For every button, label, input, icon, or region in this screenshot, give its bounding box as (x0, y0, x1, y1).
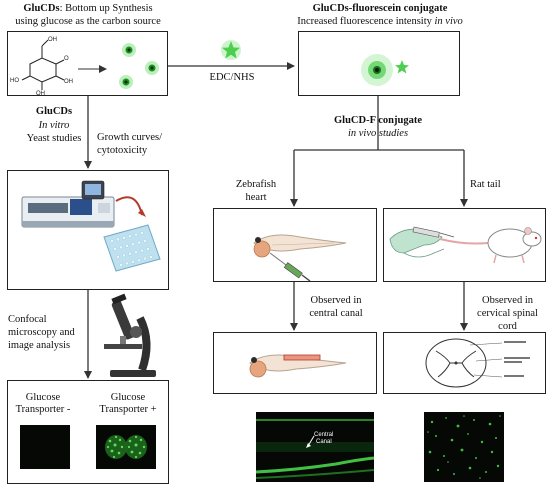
confocal-label-3: image analysis (8, 340, 71, 351)
svg-text:OH: OH (64, 79, 73, 85)
left-heading: GluCDs (35, 106, 73, 117)
central-canal-annotation-2: Canal (316, 439, 332, 445)
conjugate-subtitle-plain: Increased fluorescence intensity (297, 16, 435, 27)
zebrafish-canal-box (213, 332, 377, 394)
rat-tail-injection-icon (389, 226, 542, 264)
glucose-minus-label-1: Glucose (25, 392, 61, 403)
synthesis-subtitle: using glucose as the carbon source (15, 16, 161, 27)
glucose-molecule-icon (21, 39, 65, 90)
right-heading: GluCD-F conjugate (334, 115, 422, 126)
carbon-dots-icon (119, 43, 159, 89)
svg-text:O: O (64, 56, 69, 62)
central-canal-fluorescence-image: Central Canal (256, 412, 374, 482)
observed-spinal-3: cord (498, 321, 517, 332)
central-canal-annotation-1: Central (314, 432, 333, 438)
conjugate-subtitle: Increased fluorescence intensity in vivo (285, 16, 475, 28)
spinal-cord-fluorescence-image (424, 412, 504, 482)
observed-central-1: Observed in (310, 295, 362, 306)
spinal-cord-box (383, 332, 546, 394)
rat-injection-box (383, 208, 546, 282)
rat-tail-label: Rat tail (470, 179, 501, 190)
right-subheading: in vivo studies (347, 128, 409, 139)
conjugate-box (298, 31, 460, 96)
glucose-to-cd-scheme: OH HO O OH OH (10, 37, 159, 97)
growth-label-2: cytotoxicity (97, 145, 148, 156)
glucose-plus-label-2: Transporter + (99, 404, 157, 415)
confocal-label-2: microscopy and (8, 327, 75, 338)
coupling-label: EDC/NHS (209, 72, 255, 83)
svg-text:OH: OH (48, 37, 57, 43)
fluorescein-star-icon (221, 40, 241, 60)
svg-text:HO: HO (10, 78, 19, 84)
plate-reader-box (7, 170, 169, 290)
transporter-minus-image (20, 425, 70, 469)
zebrafish-canal-icon (249, 354, 347, 378)
yeast-label: Yeast studies (26, 133, 82, 144)
conjugate-dot-icon (361, 54, 409, 86)
microscope-icon (104, 293, 156, 377)
svg-text:OH: OH (36, 91, 45, 95)
spinal-cord-section-icon (425, 338, 530, 388)
glucose-plus-label-1: Glucose (110, 392, 146, 403)
conjugate-title: GluCDs-fluorescein conjugate (312, 3, 448, 14)
synthesis-title-bold: GluCDs (23, 3, 60, 14)
conjugate-subtitle-italic: in vivo (434, 16, 463, 27)
in-vitro-label: In vitro (38, 120, 70, 131)
zebrafish-label-2: heart (245, 192, 267, 203)
observed-central-2: central canal (309, 308, 363, 319)
observed-spinal-1: Observed in (481, 295, 534, 306)
growth-label-1: Growth curves/ (97, 132, 163, 143)
zebrafish-label-1: Zebrafish (235, 179, 277, 190)
confocal-box: Glucose Transporter - Glucose Transporte… (7, 380, 169, 484)
observed-spinal-2: cervical spinal (477, 308, 538, 319)
transporter-plus-image (96, 425, 156, 469)
zebrafish-injection-box (213, 208, 377, 282)
confocal-label-1: Confocal (8, 314, 47, 325)
synthesis-title-rest: : Bottom up Synthesis (59, 3, 153, 14)
glucose-minus-label-2: Transporter - (15, 404, 71, 415)
synthesis-title: GluCDs: Bottom up Synthesis (0, 3, 176, 15)
zebrafish-larva-icon (253, 234, 347, 282)
synthesis-box: OH HO O OH OH (7, 31, 168, 97)
plate-reader-icon (21, 180, 161, 272)
